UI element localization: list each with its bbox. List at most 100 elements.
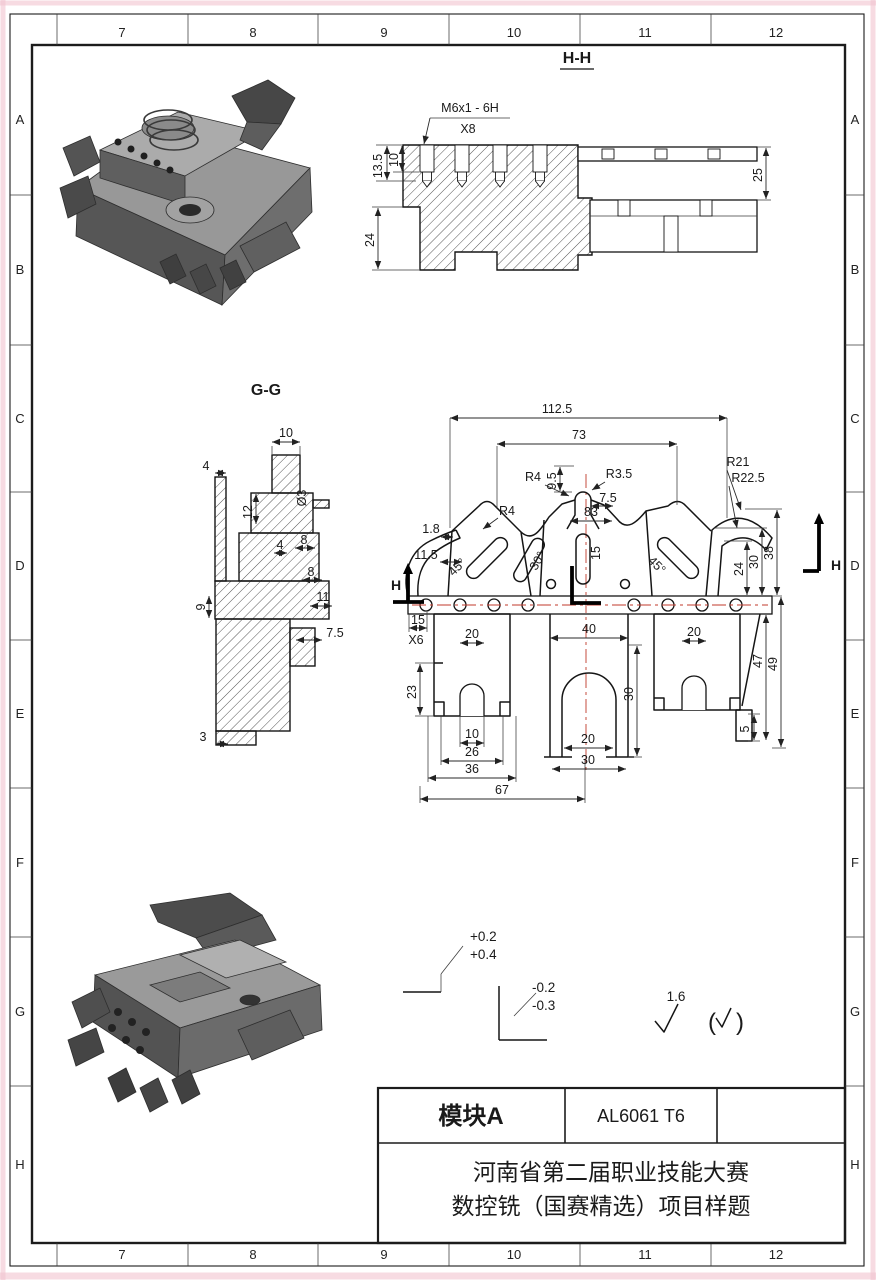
section-letter-left: H: [391, 577, 401, 593]
hh-dimensions: M6x1 - 6H X8 13.5 10 24 25: [363, 101, 771, 271]
dim-40: 40: [582, 622, 596, 636]
col-label-bottom: 12: [769, 1247, 783, 1262]
dim-73: 73: [572, 428, 586, 442]
gg-dim-75: 7.5: [326, 626, 343, 640]
dim-15-spacing: 15: [411, 613, 425, 627]
dim-r4-left: R4: [499, 504, 515, 518]
row-label-left: A: [16, 112, 25, 127]
cut-step-line: [570, 566, 601, 605]
isometric-view-bottom: [67, 892, 323, 1113]
tolerance-minus-03: -0.3: [532, 998, 555, 1013]
section-hh: H-H M6x1 - 6H X8 13.5: [363, 50, 771, 271]
dim-67: 67: [495, 783, 509, 797]
dim-30-right: 30: [747, 555, 761, 569]
material-spec: AL6061 T6: [597, 1106, 685, 1126]
dim-30-bottom: 30: [581, 753, 595, 767]
column-ticks: [56, 14, 712, 1266]
dim-5: 5: [738, 725, 752, 732]
row-label-left: B: [16, 262, 25, 277]
gg-dim-4a: 4: [203, 459, 210, 473]
col-label-bottom: 10: [507, 1247, 521, 1262]
slot-30: [513, 537, 545, 583]
dim-1-8: 1.8: [422, 522, 439, 536]
row-label-left: C: [15, 411, 24, 426]
col-label-bottom: 9: [380, 1247, 387, 1262]
dim-30-angle: 30°: [527, 549, 549, 572]
center-arch: [561, 672, 617, 757]
dim-11-5: 11.5: [414, 548, 437, 562]
section-gg-title: G-G: [251, 382, 281, 399]
roughness-value: 1.6: [667, 989, 686, 1004]
row-ticks: [10, 194, 864, 1087]
hh-tapped-holes: [419, 144, 548, 188]
col-label-top: 12: [769, 25, 783, 40]
row-label-right: E: [851, 706, 860, 721]
slot-45-left: [465, 536, 509, 580]
front-lower-features: [433, 613, 761, 758]
dim-20-bottom: 20: [581, 732, 595, 746]
dim-20-left: 20: [465, 627, 479, 641]
dim-r4-top: R4: [525, 470, 541, 484]
dim-20-right: 20: [687, 625, 701, 639]
col-label-top: 11: [638, 25, 652, 40]
gg-body: [214, 454, 330, 746]
dim-83: 83: [584, 505, 598, 519]
dim-x6: X6: [408, 633, 423, 647]
tolerance-symbols: +0.2 +0.4 -0.2 -0.3 1.6 ( ): [403, 929, 744, 1041]
col-label-top: 8: [249, 25, 256, 40]
col-label-top: 7: [118, 25, 125, 40]
module-name: 模块A: [438, 1103, 503, 1130]
dim-15-slot: 15: [589, 546, 603, 560]
row-label-left: E: [16, 706, 25, 721]
dim-38: 38: [762, 546, 776, 560]
gg-dim-9: 9: [194, 603, 208, 610]
row-label-right: F: [851, 855, 859, 870]
col-label-bottom: 11: [638, 1247, 652, 1262]
row-label-left: D: [15, 558, 24, 573]
row-label-right: A: [851, 112, 860, 127]
hh-count-label: X8: [460, 122, 475, 136]
gg-dim-dia3: Ø3: [295, 490, 309, 507]
gg-dimensions: 10 4 12 Ø3 4 8 8 11 9 7.5 3: [194, 426, 344, 748]
dim-23: 23: [405, 685, 419, 699]
dim-36: 36: [465, 762, 479, 776]
grid-labels: 7 8 9 10 11 12 7 8 9 10 11 12 A B C D E …: [15, 25, 860, 1262]
surface-roughness-symbol: 1.6 ( ): [654, 989, 744, 1036]
col-label-top: 9: [380, 25, 387, 40]
tolerance-plus-04: +0.4: [470, 947, 497, 962]
dim-49: 49: [766, 657, 780, 671]
gg-dim-8b: 8: [308, 565, 315, 579]
dim-112-5: 112.5: [542, 402, 572, 416]
hh-dim-24: 24: [363, 233, 377, 247]
row-label-right: H: [850, 1157, 859, 1172]
hh-thread-label: M6x1 - 6H: [441, 101, 499, 115]
gg-dim-10: 10: [279, 426, 293, 440]
project-subtitle: 数控铣（国赛精选）项目样题: [452, 1193, 751, 1219]
paren-right: ): [736, 1009, 744, 1036]
section-hh-title: H-H: [563, 50, 591, 67]
dim-9-5: 9.5: [545, 472, 559, 489]
tolerance-minus-02: -0.2: [532, 980, 555, 995]
gg-dim-12: 12: [241, 505, 255, 519]
row-label-right: B: [851, 262, 860, 277]
section-gg: G-G 10 4 12 Ø3 4 8 8: [194, 382, 344, 748]
col-label-top: 10: [507, 25, 521, 40]
section-arrow-right: [814, 513, 824, 524]
section-letter-right: H: [831, 557, 841, 573]
hh-right-plates: [577, 146, 758, 253]
dim-26: 26: [465, 745, 479, 759]
col-label-bottom: 8: [249, 1247, 256, 1262]
dim-7-5: 7.5: [599, 491, 616, 505]
paren-left: (: [708, 1009, 716, 1036]
dim-30-center: 30: [622, 687, 636, 701]
roughness-check-icon: [654, 1003, 679, 1033]
gg-dim-11: 11: [317, 590, 330, 604]
dim-r3-5: R3.5: [606, 467, 632, 481]
title-block: 模块A AL6061 T6 河南省第二届职业技能大赛 数控铣（国赛精选）项目样题: [376, 1086, 847, 1245]
row-label-left: F: [16, 855, 24, 870]
front-view: H H 112.5 73 83 9.5 R4 R3.5 7.5 R21: [391, 402, 841, 803]
tolerance-plus-02: +0.2: [470, 929, 497, 944]
roughness-check-small-icon: [715, 1007, 732, 1028]
slot-45-right: [656, 536, 700, 580]
